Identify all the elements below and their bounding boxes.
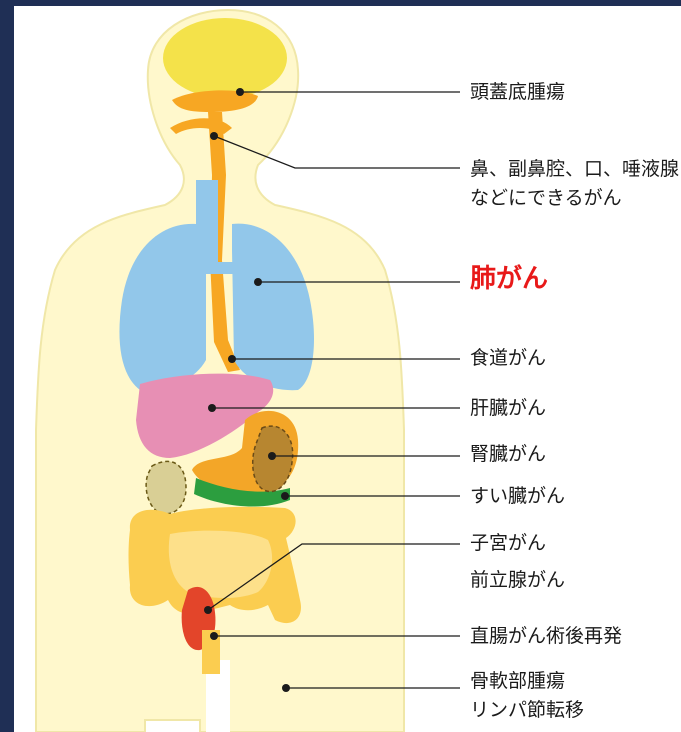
anchor-dots: [204, 88, 290, 692]
label-lymph-node: リンパ節転移: [470, 699, 585, 721]
lung-right: [232, 223, 314, 391]
label-prostate: 前立腺がん: [470, 569, 566, 591]
label-nasal-line2: などにできるがん: [470, 187, 622, 209]
leader-lines: [207, 91, 460, 689]
esophagus: [208, 112, 240, 372]
label-nasal-line1: 鼻、副鼻腔、口、唾液腺: [470, 158, 680, 180]
small-intestine: [168, 530, 273, 598]
label-pancreas: すい臓がん: [470, 485, 566, 507]
label-rectum: 直腸がん術後再発: [470, 625, 623, 647]
anal-canal: [202, 630, 220, 674]
body-silhouette: [35, 8, 405, 732]
label-bone-soft-tissue: 骨軟部腫瘍: [470, 670, 566, 692]
label-kidney: 腎臓がん: [470, 443, 547, 465]
label-liver: 肝臓がん: [470, 397, 547, 419]
label-skull-base: 頭蓋底腫瘍: [470, 81, 566, 103]
kidney-left: [145, 460, 187, 515]
brain: [163, 18, 287, 98]
label-lung-cancer: 肺がん: [470, 264, 549, 294]
bronchus: [194, 262, 244, 274]
liver: [136, 373, 274, 458]
nasal-cavity: [172, 90, 258, 112]
lung-left: [119, 223, 206, 391]
label-uterus: 子宮がん: [470, 532, 547, 554]
pancreas: [194, 478, 290, 507]
label-esophagus: 食道がん: [470, 347, 547, 369]
